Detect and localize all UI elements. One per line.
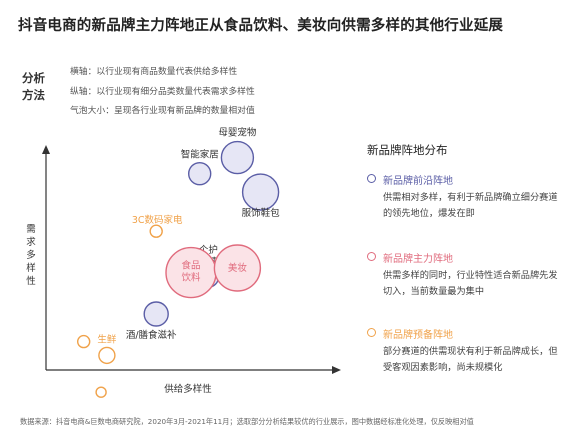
- y-axis-title-char: 求: [26, 236, 36, 248]
- bubble-label: 食品: [181, 260, 200, 272]
- bubble-label: 智能家居: [181, 149, 219, 161]
- bubble-美妆: [213, 244, 262, 292]
- legend-main-desc: 供需多样的同时，行业特性适合新品牌先发切入，当前数量最为集中: [383, 270, 558, 297]
- legend-title: 新品牌阵地分布: [367, 143, 448, 157]
- bubble-智能家居: [187, 161, 212, 186]
- bubble-label: 服饰鞋包: [242, 207, 281, 219]
- x-axis-arrow: [332, 366, 341, 374]
- method-label-line2: 方法: [22, 88, 45, 102]
- legend-reserve-dot: [367, 328, 376, 337]
- legend-main-head: 新品牌主力阵地: [383, 254, 453, 265]
- legend-main-dot: [367, 252, 376, 261]
- method-line-y: 纵轴：以行业现有细分品类数量代表需求多样性: [70, 87, 255, 97]
- bubble-3C数码家电: [149, 224, 163, 238]
- method-line-size: 气泡大小：呈现各行业现有新品牌的数量相对值: [70, 106, 255, 116]
- bubble-label: 饮料: [181, 272, 201, 284]
- bubble-服饰鞋包: [241, 173, 280, 211]
- bubble-label: 酒/膳食滋补: [126, 329, 177, 341]
- legend-frontier-dot: [367, 174, 376, 183]
- bubble-label: 美妆: [228, 262, 248, 274]
- y-axis-title-char: 多: [26, 249, 36, 261]
- method-line-x: 横轴：以行业现有商品数量代表供给多样性: [70, 67, 238, 77]
- page-title: 抖音电商的新品牌主力阵地正从食品饮料、美妆向供需多样的其他行业延展: [18, 18, 504, 34]
- bubble-母婴宠物: [220, 140, 255, 175]
- legend-reserve-head: 新品牌预备阵地: [383, 330, 453, 341]
- legend-frontier-desc: 供需相对多样，有利于新品牌确立细分赛道的领先地位，爆发在即: [383, 192, 558, 219]
- legend-reserve-desc: 部分赛道的供需现状有利于新品牌成长，但受客观因素影响，尚未规模化: [383, 346, 558, 373]
- x-axis-title: 供给多样性: [164, 383, 212, 395]
- y-axis-arrow: [42, 145, 50, 154]
- bubble-label: 母婴宠物: [218, 127, 257, 139]
- y-axis-title-char: 样: [26, 262, 36, 274]
- bubble-label: 生鲜: [97, 333, 117, 345]
- footer-source: 数据来源：抖音电商&巨数电商研究院，2020年3月-2021年11月；选取部分分…: [20, 417, 474, 426]
- method-label-line1: 分析: [22, 71, 45, 85]
- y-axis-title-char: 需: [26, 224, 36, 235]
- bubble-酒/膳食滋补: [143, 301, 169, 327]
- bubble-label: 3C数码家电: [132, 214, 183, 226]
- bubble-point-9: [76, 334, 91, 349]
- bubble-生鲜: [98, 346, 116, 365]
- y-axis-title-char: 性: [26, 275, 36, 287]
- bubble-point-10: [95, 386, 107, 398]
- legend-frontier-head: 新品牌前沿阵地: [383, 176, 453, 187]
